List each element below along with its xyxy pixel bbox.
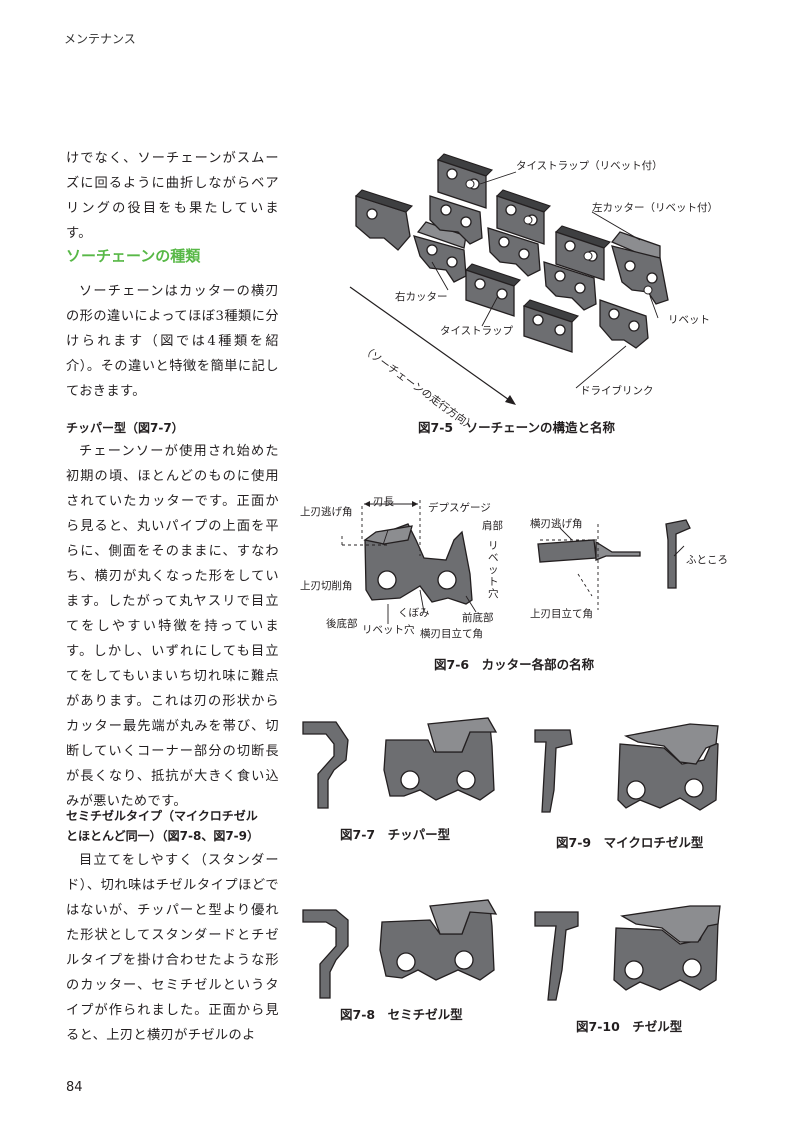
semi-paragraph: 目立てをしやすく（スタンダード）、切れ味はチゼルタイプほどではないが、チッパーと…	[66, 853, 279, 1043]
section-title: ソーチェーンの種類	[66, 247, 201, 265]
label-tie-strap: タイストラップ	[440, 325, 514, 337]
label-side-clearance: 横刃逃げ角	[530, 518, 583, 530]
section-paragraph: ソーチェーンはカッターの横刃の形の違いによってほぼ3種類に分けられます（図では4…	[66, 284, 279, 399]
semi-heading-line2: とほとんど同一）（図7-8、図7-9）	[66, 829, 260, 843]
label-side-file-angle: 横刃目立て角	[420, 628, 483, 640]
label-top-cut-angle: 上刃切削角	[300, 580, 353, 592]
fig76-caption: 図7-6 カッター各部の名称	[434, 657, 595, 672]
label-shoulder: 肩部	[482, 520, 503, 532]
label-rivet: リベット	[668, 314, 710, 326]
label-top-clearance: 上刃逃げ角	[300, 506, 353, 518]
semi-heading-line1: セミチゼルタイプ（マイクロチゼル	[66, 809, 258, 823]
label-rear-bottom: 後底部	[326, 618, 358, 630]
fig77-caption: 図7-7 チッパー型	[340, 827, 451, 842]
page-number: 84	[66, 1080, 83, 1095]
label-gullet: くぼみ	[398, 607, 430, 619]
running-header: メンテナンス	[64, 32, 136, 46]
label-futokoro: ふところ	[686, 554, 728, 566]
fig75-caption: 図7-5 ソーチェーンの構造と名称	[418, 420, 615, 435]
intro-paragraph: けでなく、ソーチェーンがスムーズに回るように曲折しながらベアリングの役目をも果た…	[66, 151, 279, 241]
label-depth-gauge: デプスゲージ	[428, 502, 491, 514]
label-tie-strap-rivet: タイストラップ（リベット付）	[516, 160, 663, 172]
fig710-caption: 図7-10 チゼル型	[576, 1019, 683, 1034]
label-rivet-hole: リベット穴	[362, 624, 415, 636]
chipper-heading: チッパー型（図7-7）	[66, 421, 184, 435]
label-blade-length: 刃長	[373, 496, 394, 508]
chipper-paragraph: チェーンソーが使用され始めた初期の頃、ほとんどのものに使用されていたカッターです…	[66, 444, 279, 809]
label-left-cutter: 左カッター（リベット付）	[592, 202, 718, 214]
fig78-caption: 図7-8 セミチゼル型	[340, 1007, 463, 1022]
label-front-bottom: 前底部	[462, 612, 494, 624]
label-right-cutter: 右カッター	[395, 291, 448, 303]
fig79-caption: 図7-9 マイクロチゼル型	[556, 835, 704, 850]
label-drive-link: ドライブリンク	[580, 385, 654, 397]
label-rivet-hole-vertical: リベット穴	[488, 540, 499, 600]
label-top-file-angle: 上刃目立て角	[530, 608, 593, 620]
